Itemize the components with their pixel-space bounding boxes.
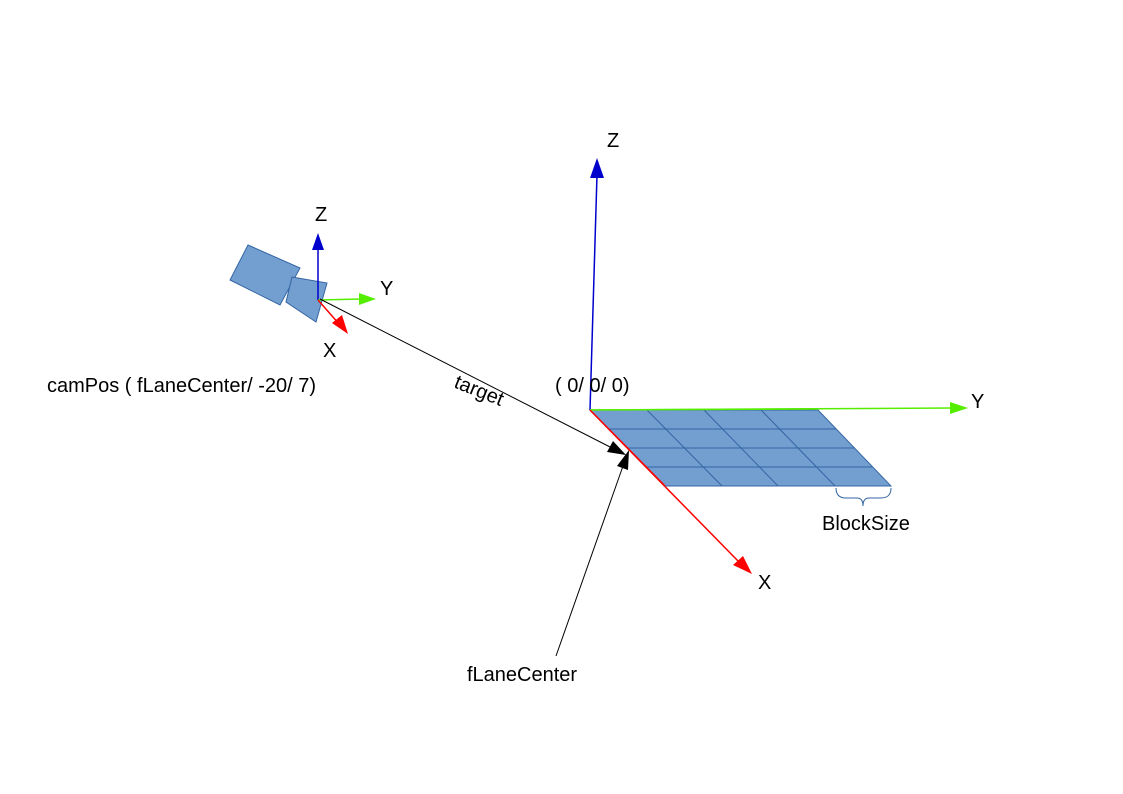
lane-center-arrowhead	[617, 450, 629, 470]
camera-body	[229, 244, 301, 306]
grid-col-line	[646, 409, 723, 487]
lane-center-label: fLaneCenter	[467, 664, 577, 686]
origin-x-label: X	[758, 572, 771, 594]
camera-x-arrowhead	[332, 315, 348, 334]
target-label: target	[451, 371, 507, 411]
origin-label: ( 0/ 0/ 0)	[555, 375, 629, 397]
origin-y-axis-overlay	[589, 408, 819, 411]
origin-x-arrowhead	[733, 556, 752, 574]
camera-position-label: camPos ( fLaneCenter/ -20/ 7)	[47, 375, 316, 397]
target-line	[319, 298, 613, 449]
origin-z-axis	[589, 174, 598, 411]
target-arrowhead	[607, 441, 626, 455]
origin-y-label: Y	[971, 391, 984, 413]
camera-z-arrowhead	[312, 233, 324, 250]
block-size-brace	[835, 487, 892, 507]
origin-x-axis-overlay	[589, 409, 666, 487]
origin-z-label: Z	[607, 130, 619, 152]
camera-y-label: Y	[380, 278, 393, 300]
camera-axes: Z Y X	[312, 204, 393, 362]
camera-icon	[229, 244, 328, 323]
origin-axes: Z Y X	[589, 130, 984, 594]
camera-x-label: X	[323, 340, 336, 362]
origin-y-arrowhead	[950, 402, 968, 414]
camera-y-arrowhead	[359, 293, 376, 305]
camera-lens	[285, 276, 328, 323]
grid-col-line	[703, 409, 779, 487]
origin-z-arrowhead	[590, 158, 604, 178]
lane-center-pointer	[555, 465, 624, 657]
camera-y-axis	[317, 298, 363, 301]
lane-grid	[588, 409, 893, 487]
grid-col-line	[760, 409, 836, 487]
block-size-label: BlockSize	[822, 513, 910, 535]
camera-z-label: Z	[315, 204, 327, 226]
